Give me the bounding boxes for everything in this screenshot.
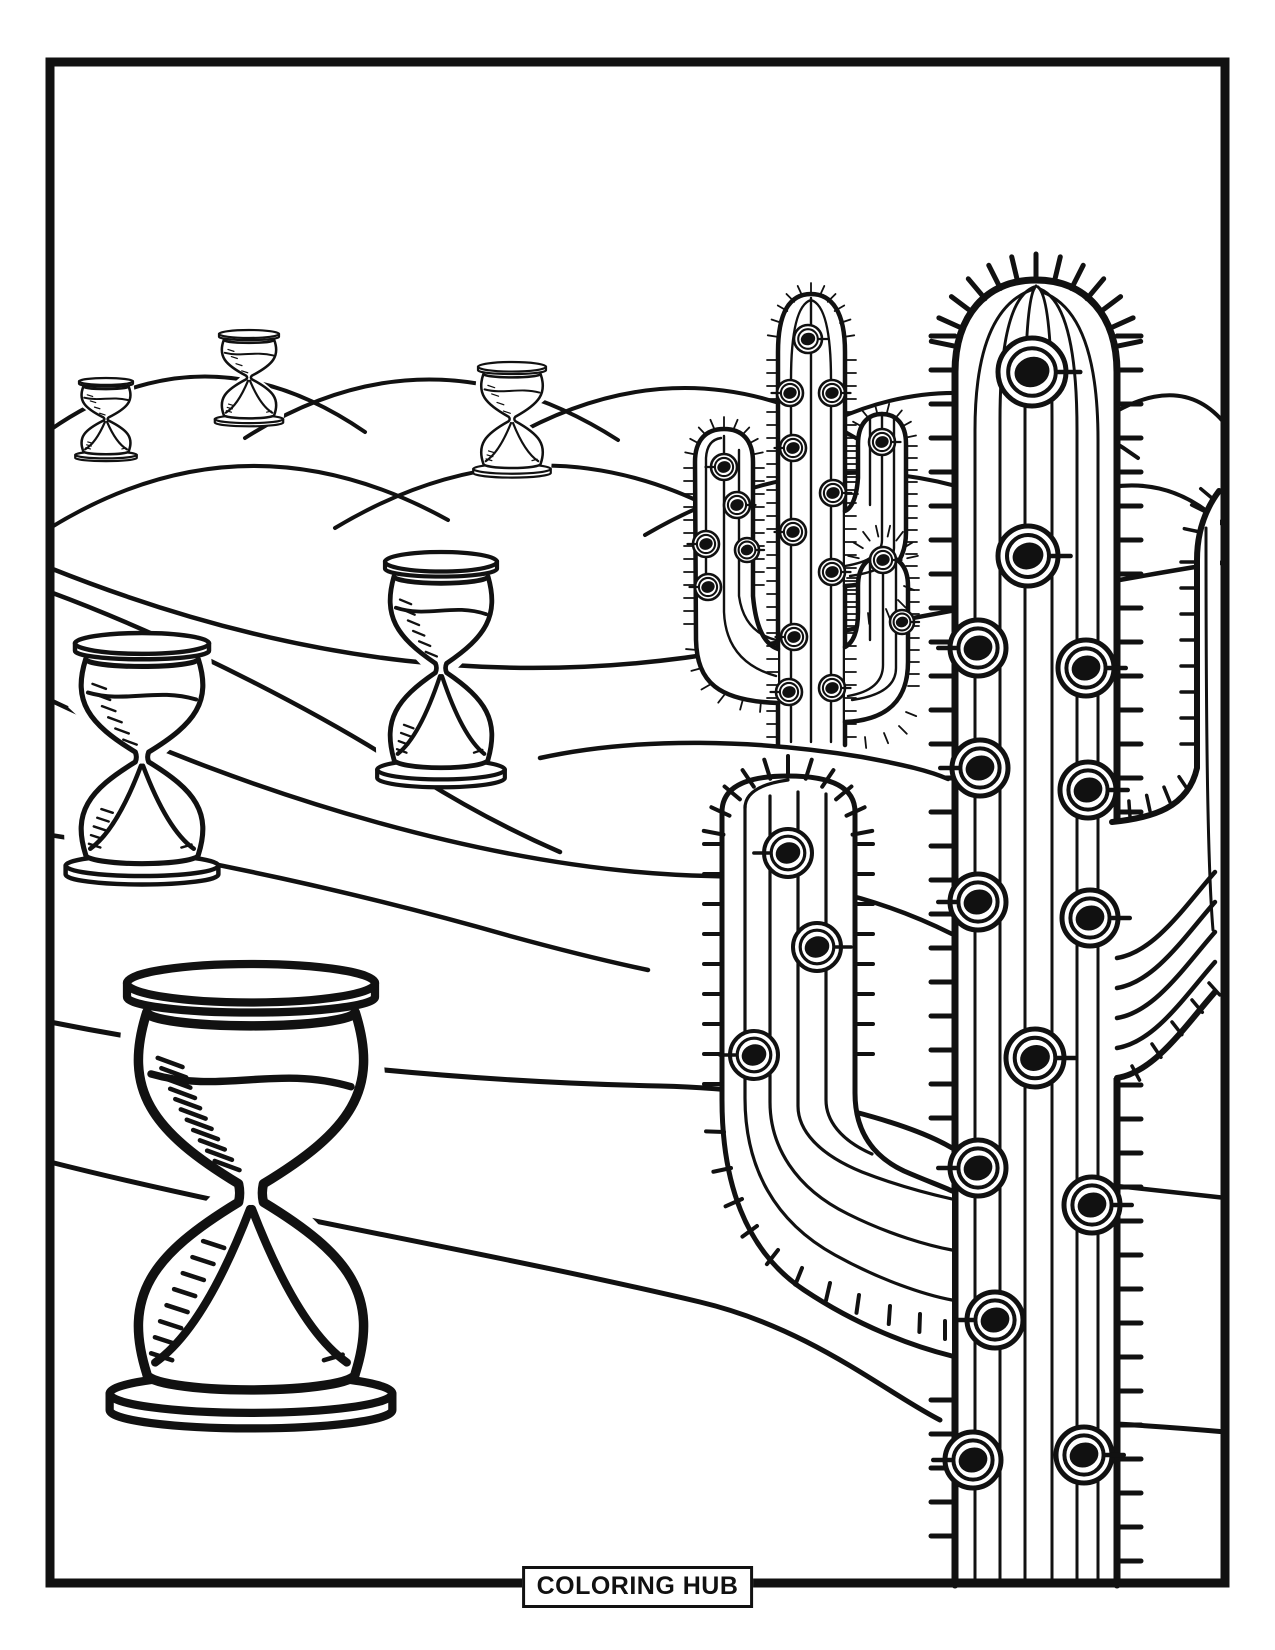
- hourglass-5: [63, 630, 221, 887]
- hourglass-6: [105, 959, 397, 1433]
- saguaro-cactus: [928, 251, 1144, 1589]
- brand-plate: COLORING HUB: [521, 1566, 754, 1608]
- hourglass-4: [375, 549, 507, 790]
- saguaro-right-arm: [1109, 486, 1222, 1082]
- brand-label: COLORING HUB: [536, 1572, 739, 1600]
- hourglass-3: [471, 360, 553, 479]
- hourglass-1: [73, 376, 139, 463]
- saguaro-left-arm: [701, 754, 955, 1359]
- hourglass-2: [212, 328, 286, 428]
- saguaro-dots: [930, 335, 1135, 1491]
- cactus-cluster: [683, 282, 921, 749]
